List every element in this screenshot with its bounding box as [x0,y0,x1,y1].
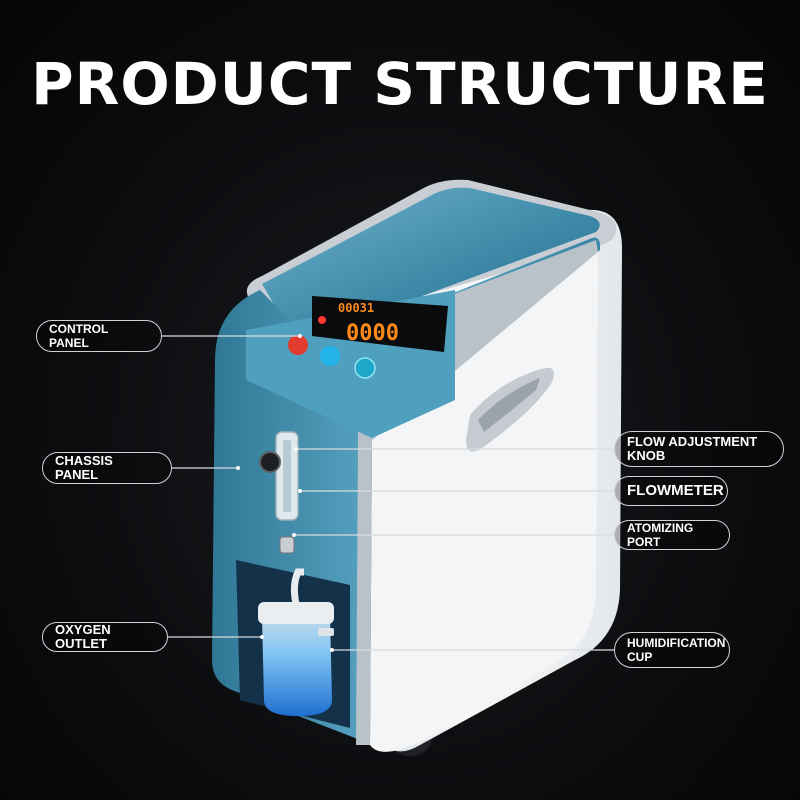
callout-dots [236,334,334,652]
label-atomizing-port: ATOMIZING PORT [614,520,730,550]
lcd-timer: 00031 [338,301,374,315]
cup-lid [258,602,334,624]
humidification-cup[interactable] [262,604,332,716]
lcd-flow: 0000 [346,321,399,346]
page-title: PRODUCT STRUCTURE [31,50,769,118]
top-panel [262,187,600,333]
label-chassis-panel: CHASSIS PANEL [42,452,172,484]
label-flowmeter: FLOWMETER [614,476,728,506]
flowmeter-scale [283,440,291,512]
timer-button[interactable] [354,357,376,379]
oxygen-tube [290,568,304,605]
atomizing-port [279,536,295,554]
mode-button[interactable] [320,346,340,366]
label-humidification-cup: HUMIDIFICATION CUP [614,632,730,668]
oxygen-outlet-nozzle [318,628,334,636]
lcd-screen [312,296,448,352]
label-flow-adjustment-knob: FLOW ADJUSTMENT KNOB [614,431,784,467]
label-control-panel: CONTROL PANEL [36,320,162,352]
power-button[interactable] [288,335,308,355]
callout-lines [162,335,614,651]
label-oxygen-outlet: OXYGEN OUTLET [42,622,168,652]
lcd-indicator [318,316,326,324]
flow-knob[interactable] [259,451,281,473]
handle-grip [478,378,540,432]
